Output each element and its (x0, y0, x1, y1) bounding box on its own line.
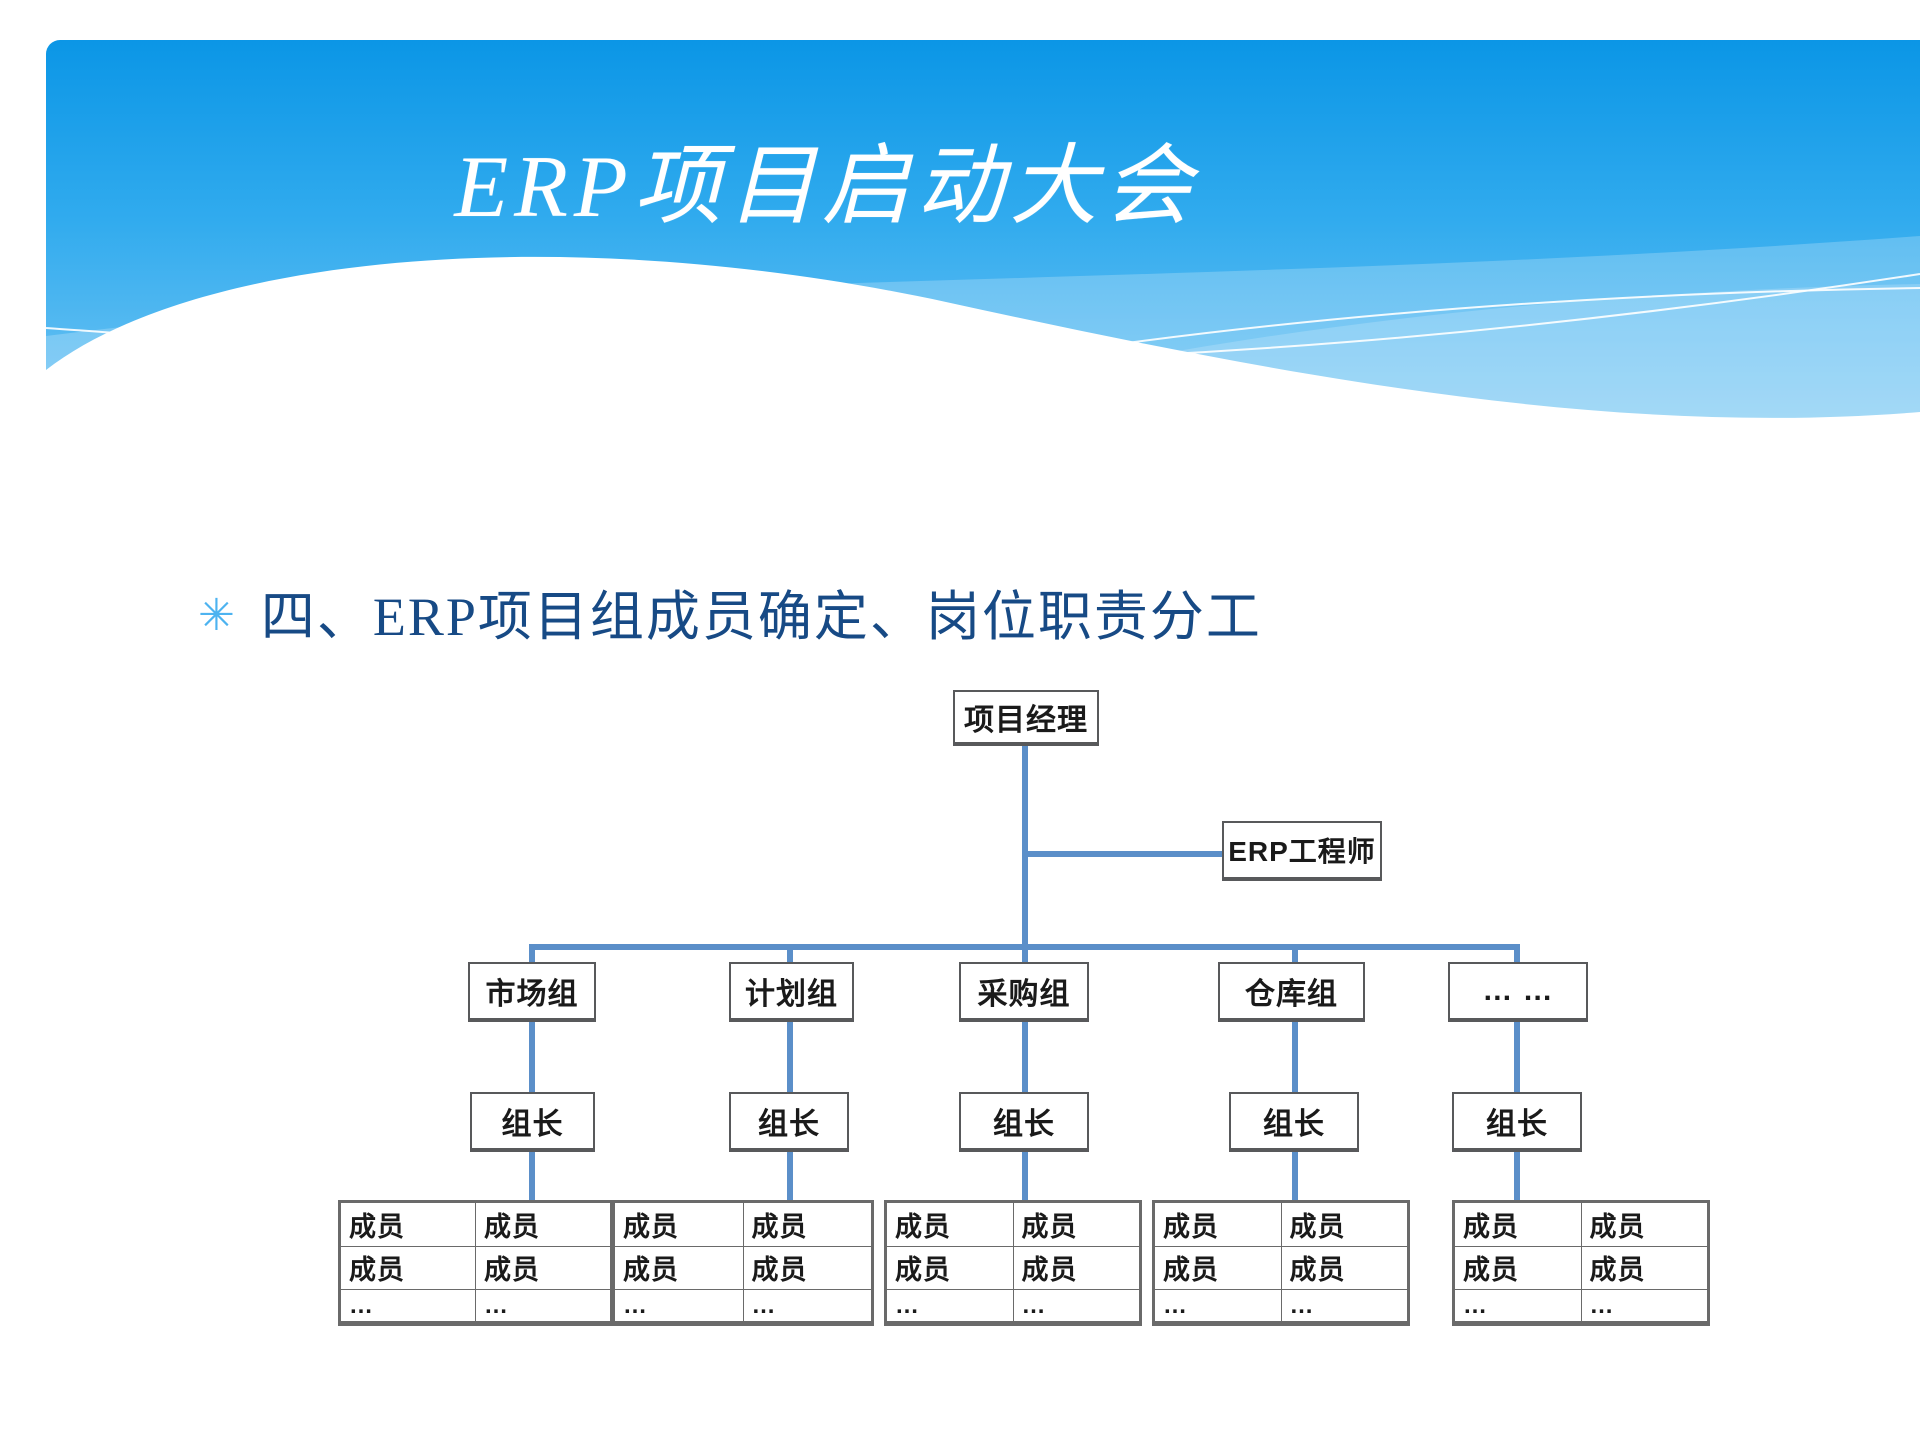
connector-group-2-to-leader (787, 1016, 793, 1094)
member-cell: 成员 (1580, 1202, 1708, 1247)
member-cell: 成员 (1454, 1202, 1582, 1247)
member-cell: 成员 (475, 1245, 611, 1291)
member-table-planning[interactable]: 成员 成员 成员 成员 … … (612, 1200, 874, 1324)
header-banner (46, 40, 1920, 440)
member-cell-ellipsis: … (475, 1289, 611, 1322)
bullet-text: 四、ERP项目组成员确定、岗位职责分工 (260, 587, 1262, 647)
member-cell-ellipsis: … (1280, 1289, 1408, 1322)
member-cell-ellipsis: … (1454, 1289, 1582, 1322)
member-cell-ellipsis: … (886, 1289, 1014, 1322)
org-node-group-planning[interactable]: 计划组 (729, 962, 854, 1020)
connector-leader-3-to-members (1022, 1150, 1028, 1222)
connector-leader-4-to-members (1292, 1150, 1298, 1222)
connector-pm-trunk (1022, 738, 1028, 948)
org-node-group-purchasing[interactable]: 采购组 (959, 962, 1089, 1020)
connector-leader-5-to-members (1514, 1150, 1520, 1222)
connector-pm-to-engineer (1022, 851, 1226, 857)
member-cell: 成员 (340, 1202, 476, 1247)
member-cell: 成员 (475, 1202, 611, 1247)
member-cell: 成员 (1012, 1245, 1140, 1291)
org-node-leader-more[interactable]: 组长 (1452, 1092, 1582, 1150)
bullet-row: ✳ 四、ERP项目组成员确定、岗位职责分工 (198, 572, 1262, 651)
org-node-leader-planning[interactable]: 组长 (729, 1092, 849, 1150)
member-cell-ellipsis: … (340, 1289, 476, 1322)
member-table-market[interactable]: 成员 成员 成员 成员 … … (338, 1200, 613, 1324)
page-title: ERP项目启动大会 (454, 139, 1198, 236)
member-cell: 成员 (340, 1245, 476, 1291)
member-cell: 成员 (1454, 1245, 1582, 1291)
asterisk-bullet-icon: ✳ (198, 589, 235, 641)
org-node-group-more[interactable]: … … (1448, 962, 1588, 1020)
member-cell-ellipsis: … (1012, 1289, 1140, 1322)
member-cell: 成员 (742, 1202, 872, 1247)
member-cell: 成员 (1154, 1245, 1282, 1291)
org-node-erp-engineer[interactable]: ERP工程师 (1222, 821, 1382, 879)
member-cell: 成员 (1154, 1202, 1282, 1247)
org-node-leader-purchasing[interactable]: 组长 (959, 1092, 1089, 1150)
member-cell: 成员 (886, 1245, 1014, 1291)
org-node-group-warehouse[interactable]: 仓库组 (1218, 962, 1365, 1020)
member-cell-ellipsis: … (742, 1289, 872, 1322)
org-node-leader-market[interactable]: 组长 (470, 1092, 595, 1150)
org-node-project-manager[interactable]: 项目经理 (953, 690, 1099, 744)
connector-leader-2-to-members (787, 1150, 793, 1222)
connector-group-4-to-leader (1292, 1016, 1298, 1094)
connector-group-3-to-leader (1022, 1016, 1028, 1094)
member-table-more[interactable]: 成员 成员 成员 成员 … … (1452, 1200, 1710, 1324)
connector-leader-1-to-members (529, 1150, 535, 1222)
member-cell: 成员 (1280, 1202, 1408, 1247)
member-cell: 成员 (1012, 1202, 1140, 1247)
member-cell-ellipsis: … (1154, 1289, 1282, 1322)
member-table-purchasing[interactable]: 成员 成员 成员 成员 … … (884, 1200, 1142, 1324)
connector-group-1-to-leader (529, 1016, 535, 1094)
member-cell: 成员 (742, 1245, 872, 1291)
connector-group-5-to-leader (1514, 1016, 1520, 1094)
member-cell: 成员 (1580, 1245, 1708, 1291)
member-cell: 成员 (614, 1245, 744, 1291)
member-cell: 成员 (886, 1202, 1014, 1247)
member-cell: 成员 (1280, 1245, 1408, 1291)
org-node-group-market[interactable]: 市场组 (468, 962, 596, 1020)
member-cell-ellipsis: … (614, 1289, 744, 1322)
org-node-leader-warehouse[interactable]: 组长 (1229, 1092, 1359, 1150)
member-table-warehouse[interactable]: 成员 成员 成员 成员 … … (1152, 1200, 1410, 1324)
member-cell-ellipsis: … (1580, 1289, 1708, 1322)
member-cell: 成员 (614, 1202, 744, 1247)
